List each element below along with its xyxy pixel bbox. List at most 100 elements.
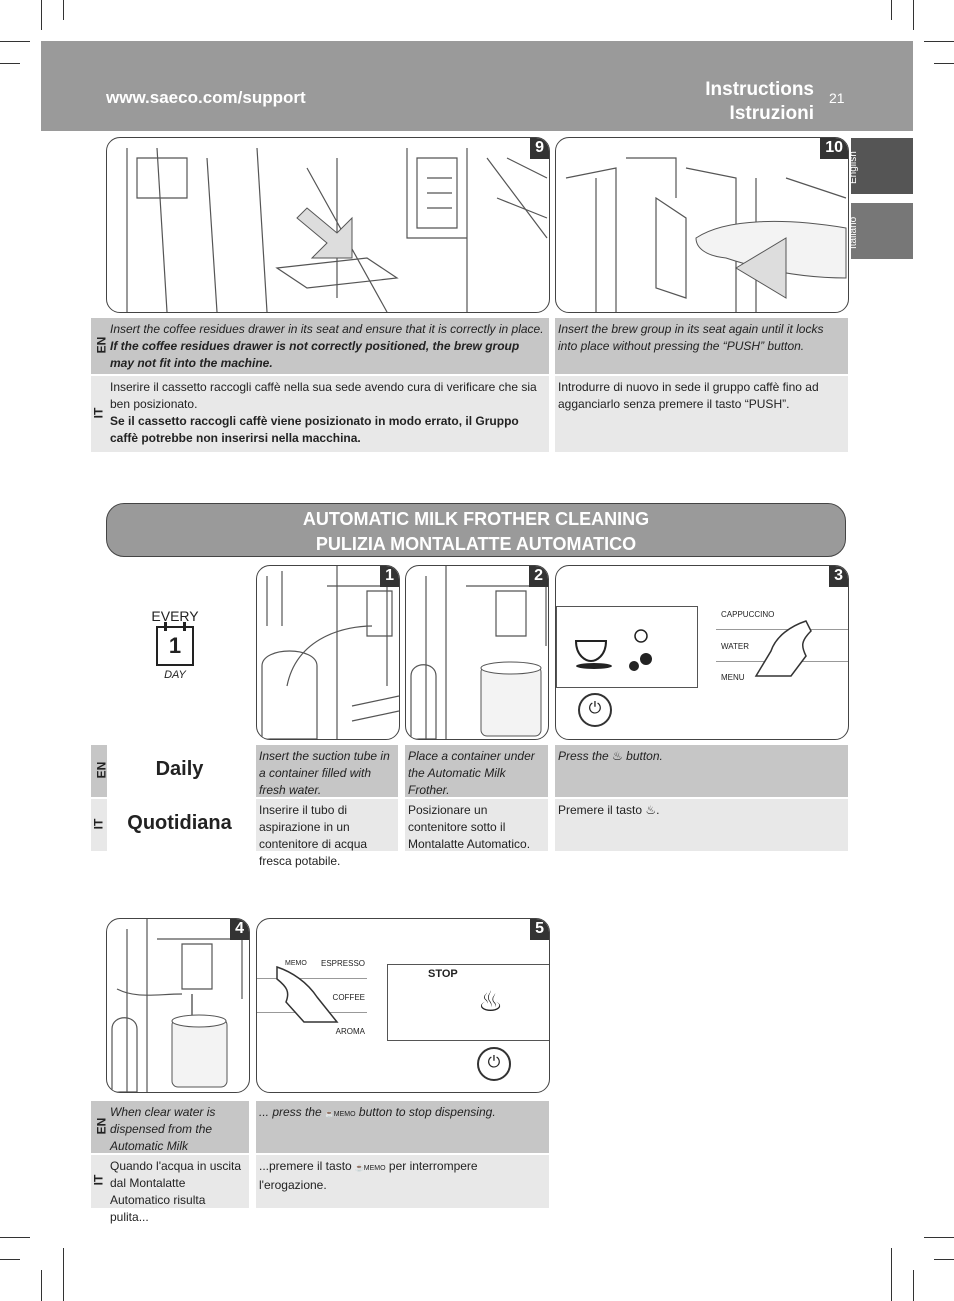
step-number: 3 [829,566,848,587]
step-1-text-it: Inserire il tubo di aspirazione in un co… [256,799,398,868]
lang-label-en: EN [91,1101,108,1153]
crop-mark [924,1237,954,1238]
crop-mark [891,1248,892,1301]
crop-mark [913,0,914,30]
step-1-text-en: Insert the suction tube in a container f… [256,745,398,797]
lang-it-text: IT [91,1174,106,1186]
calendar-icon: EVERY 1 DAY [150,608,200,681]
lang-label-it: IT [91,1155,107,1208]
crop-mark [924,41,954,42]
step-2-text-it: Posizionare un contenitore sotto il Mont… [405,799,548,851]
menu-row[interactable]: MENU [716,665,848,691]
step-number: 2 [529,566,548,587]
pressing-hand-icon [276,965,339,1023]
step-5-illustration: MEMO ESPRESSO COFFEE AROMA STOP ♨ ⏻ 5 [256,918,550,1093]
step-10-text-en: Insert the brew group in its seat again … [555,318,848,374]
crop-mark [63,0,64,20]
step-5-it-post: per interrompere l'erogazione. [259,1159,478,1192]
coffee-machine-drawer-drawing [126,147,548,312]
frequency-en: Daily [155,758,204,780]
power-icon[interactable]: ⏻ [578,693,612,727]
memo-label: MEMO [285,960,307,967]
step-4-text-en: When clear water is dispensed from the A… [107,1101,249,1170]
step-number: 10 [820,138,848,159]
step-5-text-en: ... press the ☕MEMO button to stop dispe… [256,1101,549,1153]
step-3-it-pre: Premere il tasto [558,803,643,817]
crop-mark [0,1237,30,1238]
espresso-row[interactable]: MEMO ESPRESSO [257,949,367,979]
step-9-it-normal: Inserire il cassetto raccogli caffè nell… [110,380,537,411]
aroma-row[interactable]: AROMA [257,1017,367,1047]
crop-mark [891,0,892,20]
aroma-label: AROMA [335,1027,365,1036]
tab-italiano[interactable]: Italiano [848,203,913,259]
step-9-illustration: 9 [106,137,550,313]
frother-icon: ♨ [478,986,504,1017]
tab-english[interactable]: English [848,138,913,194]
lang-label-en: EN [91,318,108,374]
step-number: 1 [380,566,399,587]
calendar-ring [183,622,186,631]
step-number: 5 [530,919,549,940]
step-number: 4 [230,919,249,940]
lang-it-text: IT [91,407,106,419]
memo-label: MEMO [333,1111,356,1118]
lang-label-it: IT [91,799,107,851]
support-url[interactable]: www.saeco.com/support [106,88,306,107]
memo-icon: ☕MEMO [325,1111,356,1118]
crop-mark [0,63,20,64]
title-it: Istruzioni [729,103,814,124]
frother-icon: ♨ [612,749,623,763]
menu-label: MENU [721,673,745,682]
calendar-number: 1 [168,633,182,658]
step-9-text-en: Insert the coffee residues drawer in its… [107,318,549,374]
step-3-en-pre: Press the [558,749,609,763]
calendar-ring [164,622,167,631]
coffee-label: COFFEE [332,993,365,1002]
tab-italiano-label: Italiano [848,216,859,249]
crop-mark [0,1259,20,1260]
step-4-text-it: Quando l'acqua in uscita dal Montalatte … [107,1155,249,1224]
step-9-it-bold: Se il cassetto raccogli caffè viene posi… [110,414,519,445]
step-3-en-post: button. [626,749,663,763]
step-9-text-it: Inserire il cassetto raccogli caffè nell… [107,376,549,452]
frequency-it: Quotidiana [127,812,232,834]
suction-tube-drawing [261,566,399,739]
section-title-it: PULIZIA MONTALATTE AUTOMATICO [315,534,637,554]
crop-mark [934,63,954,64]
step-10-illustration: 10 [555,137,849,313]
brew-group-insertion-drawing [565,157,847,312]
power-icon[interactable]: ⏻ [477,1047,511,1081]
lang-label-en: EN [91,745,108,797]
water-label: WATER [721,642,749,651]
cappuccino-row[interactable]: CAPPUCCINO [716,601,848,630]
crop-mark [41,0,42,30]
calendar-every: EVERY [151,608,199,624]
pressing-hand-icon [754,620,812,677]
cappuccino-label: CAPPUCCINO [721,610,775,619]
display-stop-text: STOP [428,968,458,980]
step-9-en-bold: If the coffee residues drawer is not cor… [110,339,520,370]
step-1-illustration: 1 [256,565,400,740]
step-2-illustration: 2 [405,565,549,740]
step-3-text-it: Premere il tasto ♨. [555,799,848,851]
step-10-text-it: Introdurre di nuovo in sede il gruppo ca… [555,376,848,452]
espresso-label: ESPRESSO [320,959,365,968]
step-2-text-en: Place a container under the Automatic Mi… [405,745,548,797]
step-9-en-normal: Insert the coffee residues drawer in its… [110,322,544,336]
step-number: 9 [530,138,549,159]
frother-icon: ♨ [645,803,657,817]
section-title-en: AUTOMATIC MILK FROTHER CLEANING [302,509,650,529]
crop-mark [934,1259,954,1260]
step-5-it-pre: ...premere il tasto [259,1159,352,1173]
page-number: 21 [829,90,845,106]
calendar-day: DAY [164,669,186,681]
step-4-illustration: 4 [106,918,250,1093]
crop-mark [41,1270,42,1301]
step-5-en-pre: ... press the [259,1105,322,1119]
crop-mark [0,41,30,42]
control-panel-display [556,606,698,688]
tab-english-label: English [848,151,859,184]
lang-label-it: IT [91,376,107,452]
control-panel-display: STOP ♨ [387,964,549,1041]
